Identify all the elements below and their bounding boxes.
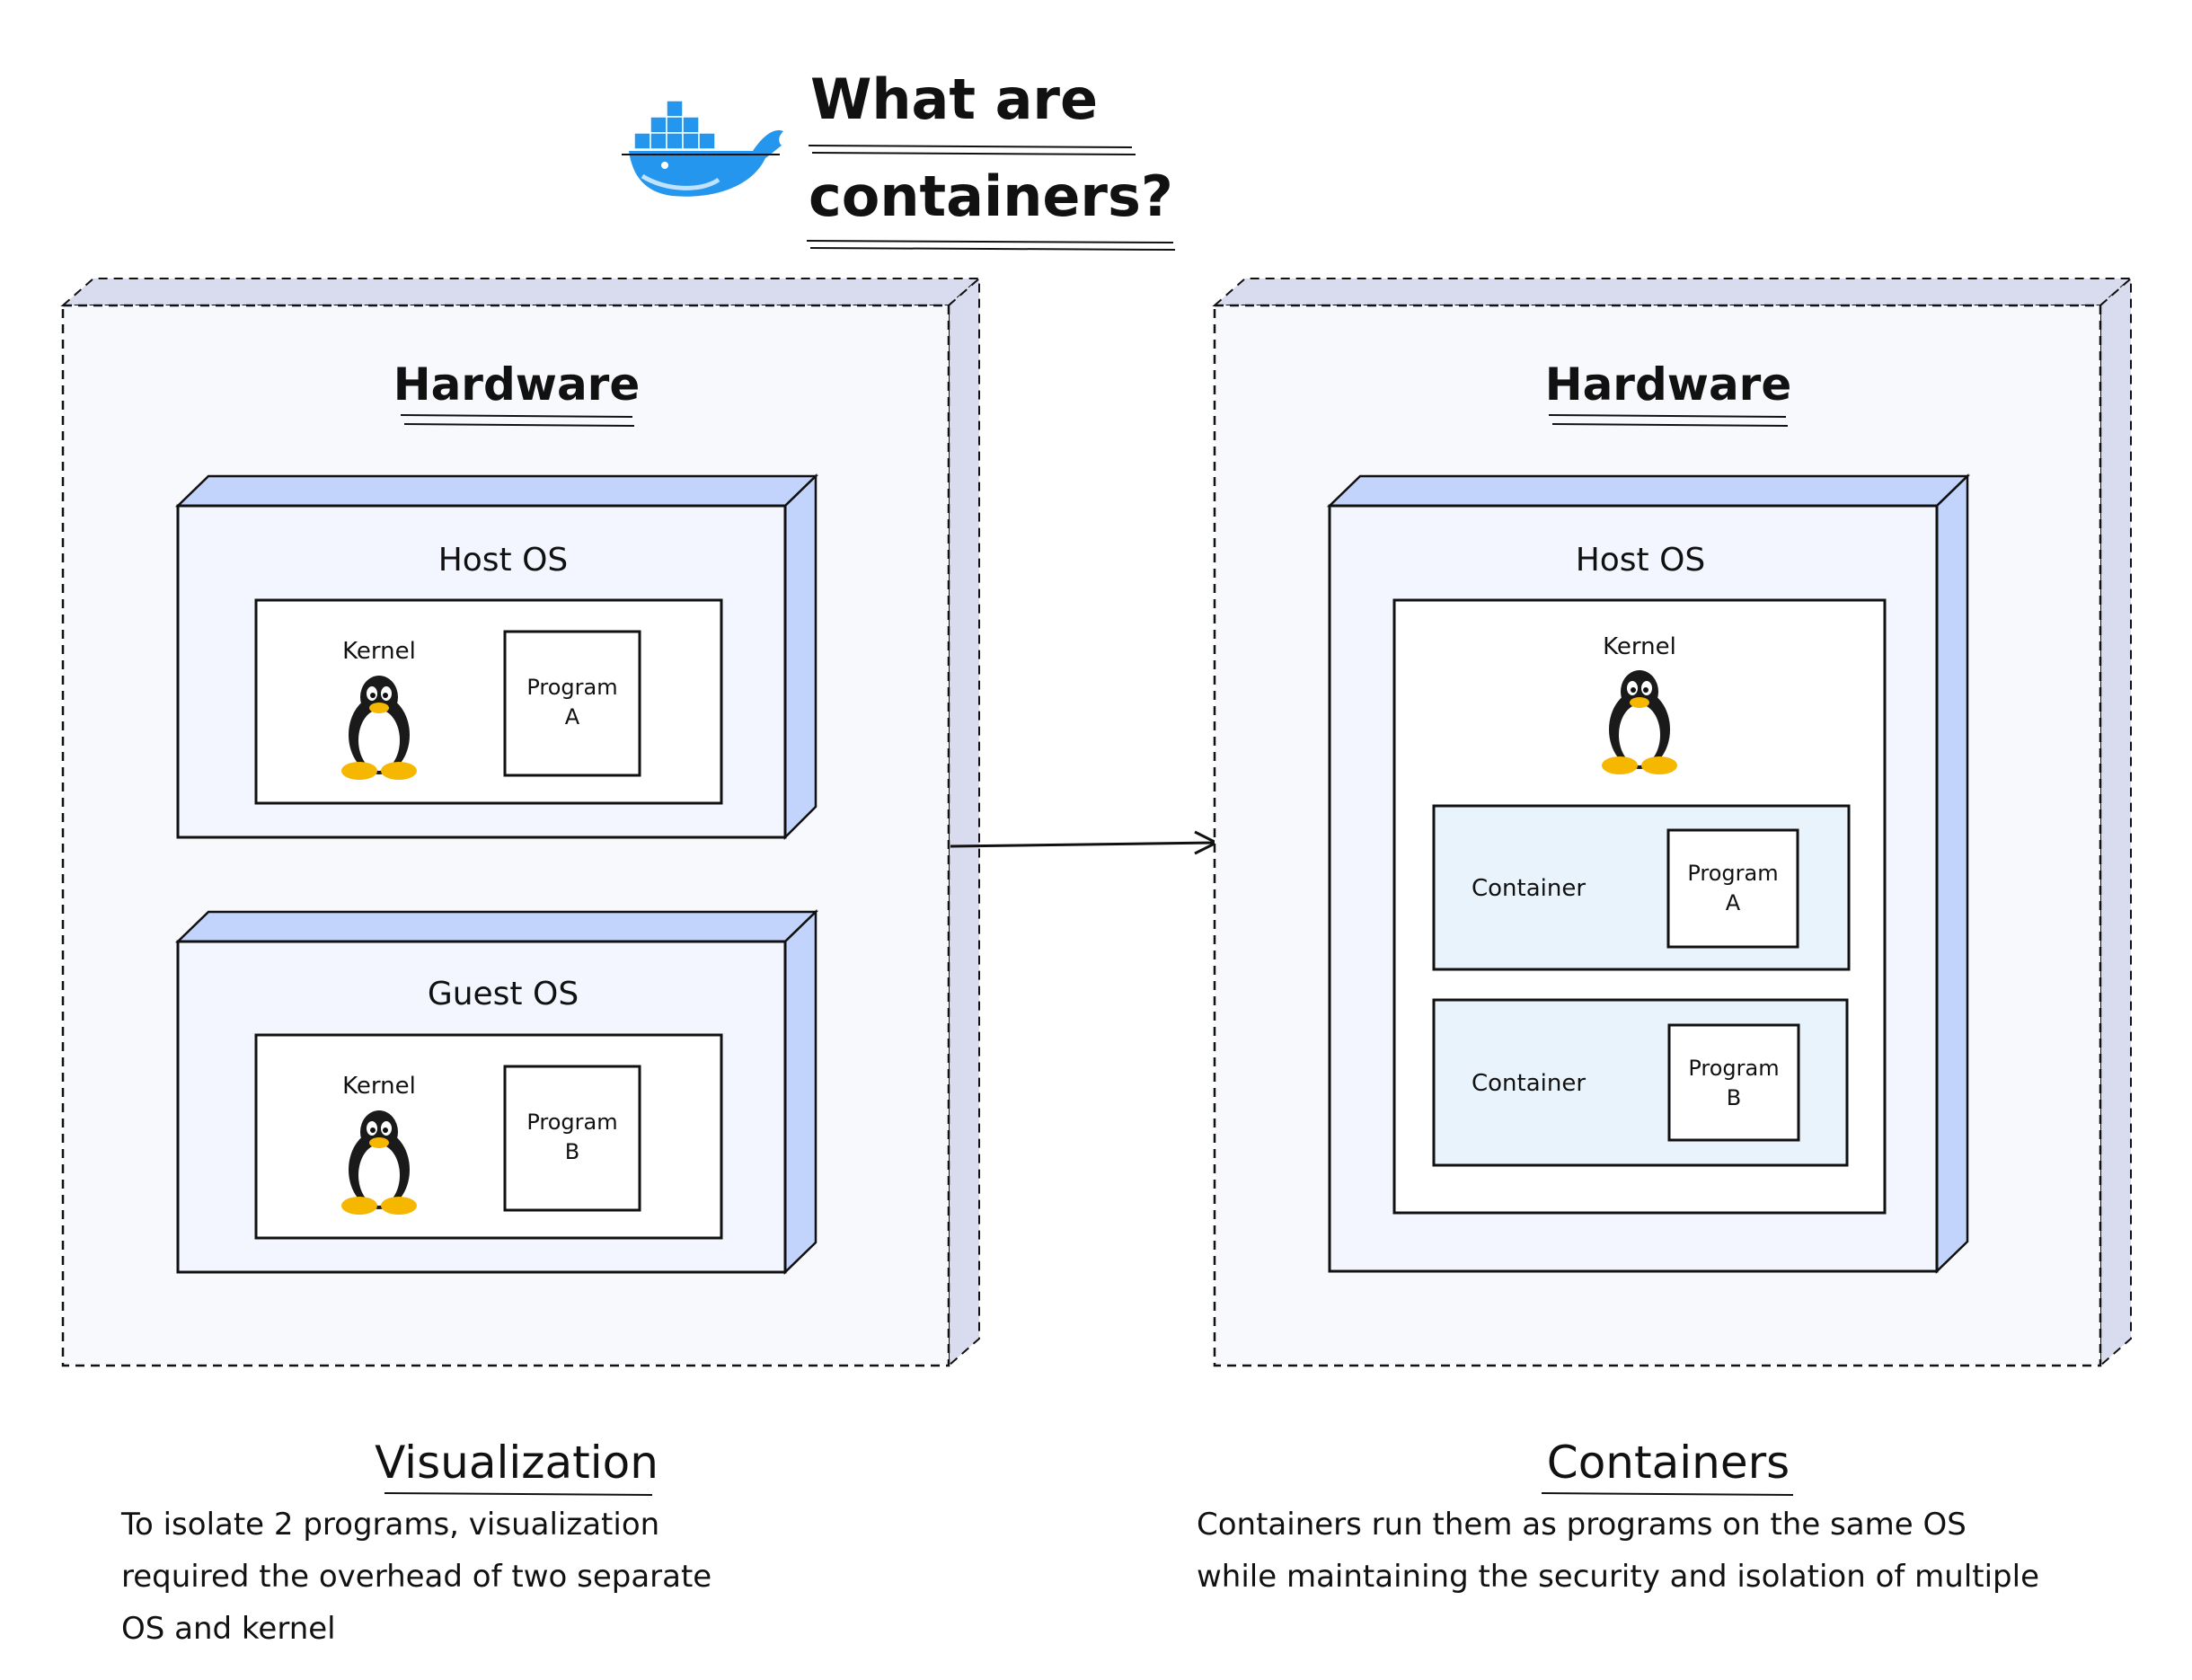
right-section-title: Containers xyxy=(1547,1437,1790,1489)
right-container-b-program-line2: B xyxy=(1727,1085,1741,1110)
left-hardware-label: Hardware xyxy=(393,358,641,411)
right-container-b-program-line1: Program xyxy=(1688,1056,1779,1081)
left-description-line-1: To isolate 2 programs, visualization xyxy=(120,1507,659,1543)
left-description-line-2: required the overhead of two separate xyxy=(121,1559,712,1595)
left-host-kernel-label: Kernel xyxy=(342,638,416,665)
right-hardware-underline xyxy=(1548,414,1789,427)
title-underline-1 xyxy=(808,145,1136,155)
right-section-underline xyxy=(1541,1492,1794,1496)
left-host-program-box xyxy=(503,630,641,777)
left-guest-program-line1: Program xyxy=(526,1110,617,1135)
right-container-a-program-box xyxy=(1666,828,1799,949)
right-container-b-label: Container xyxy=(1472,1070,1586,1097)
title-underline-2 xyxy=(806,240,1176,251)
left-guest-os-label: Guest OS xyxy=(428,976,579,1012)
left-guest-kernel-label: Kernel xyxy=(342,1073,416,1100)
right-container-a-program-line1: Program xyxy=(1687,861,1778,886)
right-container-a-label: Container xyxy=(1472,875,1586,902)
left-guest-kernel-box xyxy=(254,1033,723,1240)
left-section-underline xyxy=(384,1492,653,1496)
right-description-line-2: while maintaining the security and isola… xyxy=(1197,1559,2039,1595)
right-container-a-program-line2: A xyxy=(1726,890,1741,915)
left-guest-program-box xyxy=(503,1065,641,1212)
left-hardware-underline xyxy=(400,414,635,427)
right-kernel-label: Kernel xyxy=(1603,633,1676,660)
docker-logo-icon xyxy=(622,100,783,197)
left-host-program-line2: A xyxy=(565,704,580,729)
left-host-kernel-box xyxy=(254,598,723,805)
left-host-program-line1: Program xyxy=(526,675,617,700)
left-section-title: Visualization xyxy=(375,1437,658,1489)
title-line-1: What are xyxy=(810,66,1098,132)
right-description-line-1: Containers run them as programs on the s… xyxy=(1197,1507,1967,1543)
left-guest-program-line2: B xyxy=(565,1139,579,1164)
left-host-os-label: Host OS xyxy=(438,542,569,579)
right-container-b-program-box xyxy=(1667,1023,1800,1142)
right-hardware-label: Hardware xyxy=(1545,358,1792,411)
left-description-line-3: OS and kernel xyxy=(121,1611,336,1647)
transition-arrow xyxy=(950,830,1220,855)
right-host-os-label: Host OS xyxy=(1576,542,1706,579)
title-line-2: containers? xyxy=(809,164,1173,229)
